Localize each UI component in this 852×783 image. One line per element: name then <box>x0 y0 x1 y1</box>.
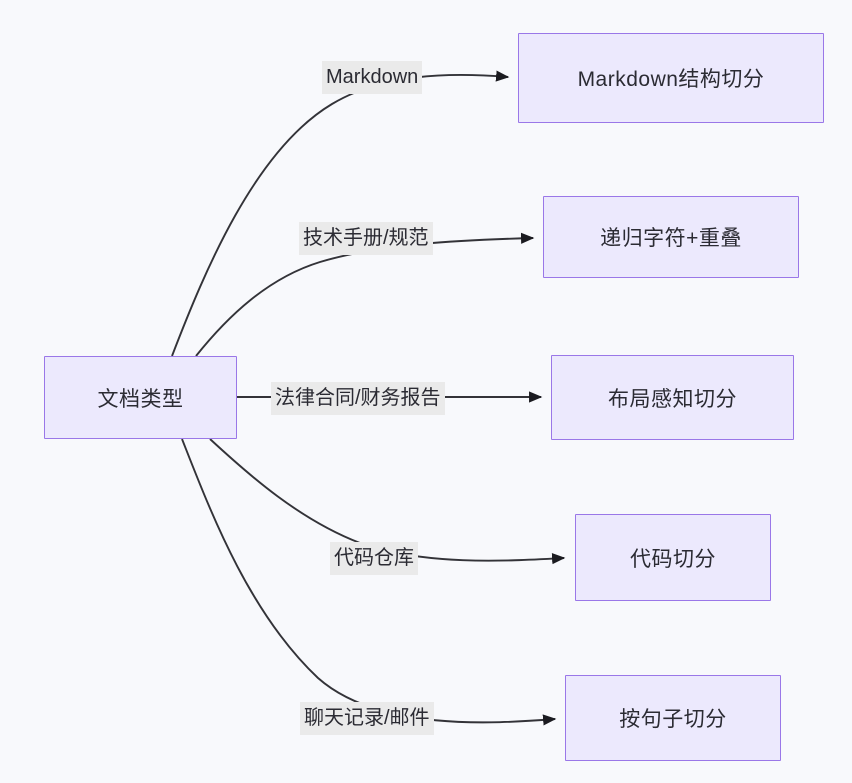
edge-doc-type-to-sentence <box>181 438 557 726</box>
edge-doc-type-to-recursive <box>195 232 535 357</box>
node-layout-aware-split[interactable]: 布局感知切分 <box>551 355 794 440</box>
edge-label-code-repo: 代码仓库 <box>330 542 418 575</box>
node-code-split-label: 代码切分 <box>630 547 716 571</box>
node-recursive-char-overlap-label: 递归字符+重叠 <box>600 227 742 250</box>
node-sentence-split-label: 按句子切分 <box>619 708 727 731</box>
edge-label-legal-fin: 法律合同/财务报告 <box>271 382 445 415</box>
edge-label-chat-mail: 聊天记录/邮件 <box>300 702 434 735</box>
edge-label-tech-spec: 技术手册/规范 <box>299 222 433 255</box>
node-code-split[interactable]: 代码切分 <box>575 514 771 601</box>
node-markdown-structure-split-label: Markdown结构切分 <box>577 68 765 91</box>
node-layout-aware-split-label: 布局感知切分 <box>608 387 737 411</box>
node-markdown-structure-split[interactable]: Markdown结构切分 <box>518 33 824 123</box>
node-sentence-split[interactable]: 按句子切分 <box>565 675 781 761</box>
edge-doc-type-to-markdown <box>171 70 510 357</box>
node-doc-type-label: 文档类型 <box>97 387 184 411</box>
node-doc-type[interactable]: 文档类型 <box>44 356 237 439</box>
node-recursive-char-overlap[interactable]: 递归字符+重叠 <box>543 196 799 278</box>
edge-label-markdown: Markdown <box>322 61 423 94</box>
